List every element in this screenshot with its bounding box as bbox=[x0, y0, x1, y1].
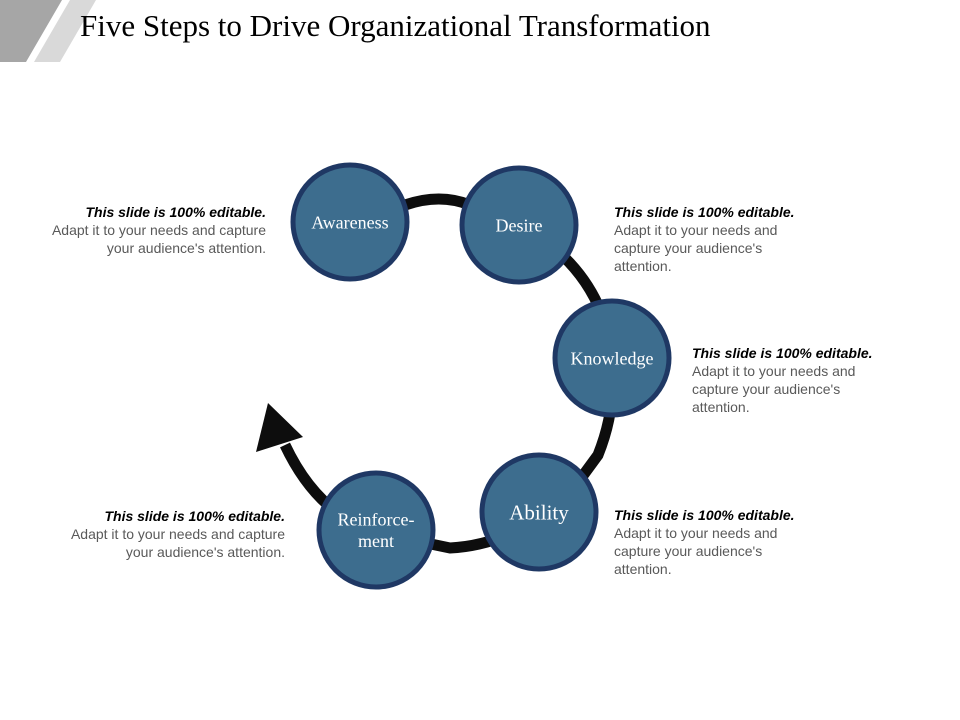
corner-stripe-dark bbox=[0, 0, 62, 62]
step-node-ability: Ability bbox=[479, 452, 599, 572]
step-label: Desire bbox=[496, 215, 543, 235]
step-circle bbox=[552, 298, 672, 418]
note-awareness: This slide is 100% editable. Adapt it to… bbox=[26, 203, 266, 257]
note-heading: This slide is 100% editable. bbox=[104, 508, 285, 524]
step-node-knowledge: Knowledge bbox=[552, 298, 672, 418]
step-circle bbox=[479, 452, 599, 572]
note-body: Adapt it to your needs and capture your … bbox=[614, 222, 778, 274]
corner-stripe-light bbox=[34, 0, 96, 62]
note-body: Adapt it to your needs and capture your … bbox=[51, 222, 266, 256]
step-label: Ability bbox=[509, 500, 569, 524]
note-heading: This slide is 100% editable. bbox=[614, 204, 795, 220]
note-ability: This slide is 100% editable. Adapt it to… bbox=[614, 506, 804, 578]
note-body: Adapt it to your needs and capture your … bbox=[614, 525, 778, 577]
step-label: Knowledge bbox=[571, 348, 654, 368]
step-circle bbox=[459, 165, 579, 285]
note-desire: This slide is 100% editable. Adapt it to… bbox=[614, 203, 804, 275]
corner-decoration bbox=[0, 0, 96, 62]
note-body: Adapt it to your needs and capture your … bbox=[692, 363, 856, 415]
step-node-reinforcement: Reinforce-ment bbox=[316, 470, 436, 590]
step-node-desire: Desire bbox=[459, 165, 579, 285]
step-label: Reinforce- bbox=[338, 510, 415, 530]
note-body: Adapt it to your needs and capture your … bbox=[70, 526, 285, 560]
step-circle bbox=[290, 162, 410, 282]
step-label: Awareness bbox=[311, 212, 388, 232]
note-reinforcement: This slide is 100% editable. Adapt it to… bbox=[45, 507, 285, 561]
cycle-arrowhead bbox=[256, 403, 303, 452]
note-heading: This slide is 100% editable. bbox=[692, 345, 873, 361]
note-heading: This slide is 100% editable. bbox=[85, 204, 266, 220]
slide-title: Five Steps to Drive Organizational Trans… bbox=[80, 8, 711, 43]
note-heading: This slide is 100% editable. bbox=[614, 507, 795, 523]
step-circle bbox=[316, 470, 436, 590]
step-label: ment bbox=[358, 531, 394, 551]
step-node-awareness: Awareness bbox=[290, 162, 410, 282]
note-knowledge: This slide is 100% editable. Adapt it to… bbox=[692, 344, 882, 416]
